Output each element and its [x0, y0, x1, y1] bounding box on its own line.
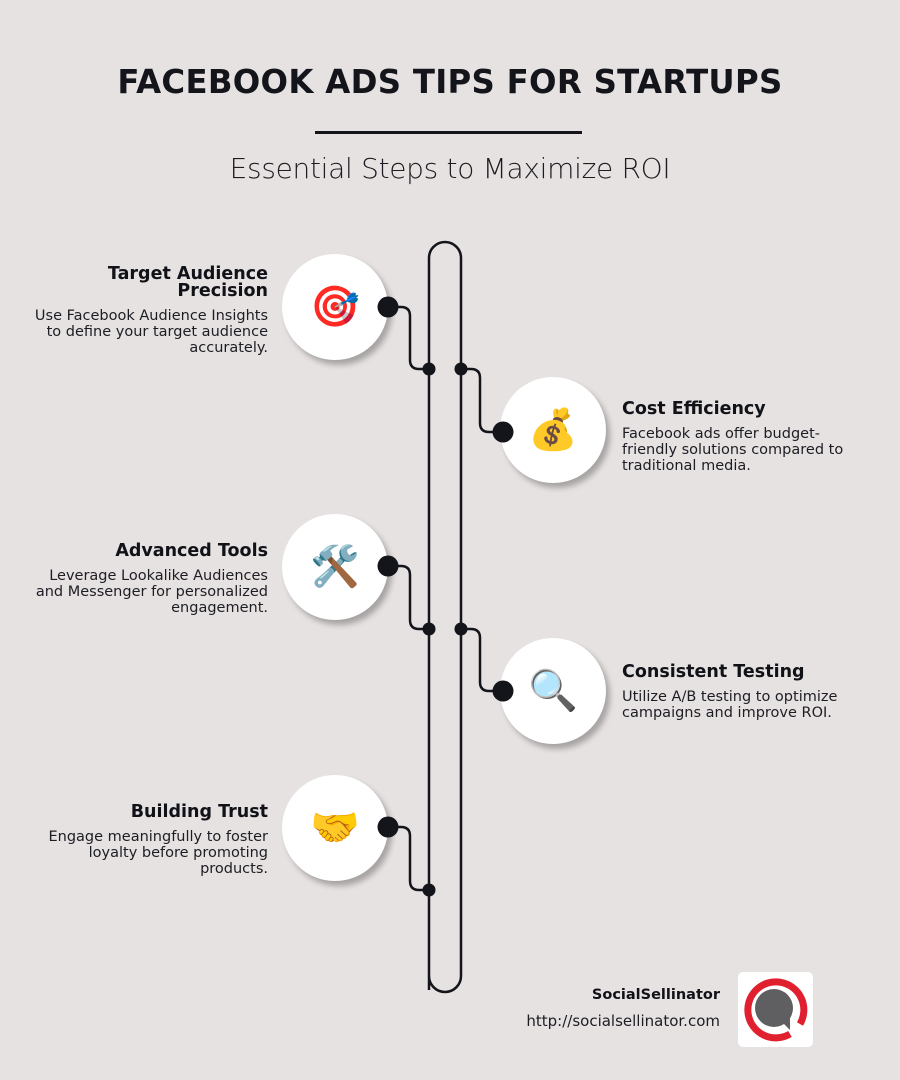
rail-node: [422, 362, 436, 376]
step-title: Advanced Tools: [115, 541, 268, 561]
title-divider: [315, 131, 582, 134]
step-description: Facebook ads offer budget-friendly solut…: [622, 426, 844, 474]
step-title: Consistent Testing: [622, 662, 805, 682]
brand-url-link[interactable]: http://socialsellinator.com: [526, 1012, 720, 1030]
page-title: FACEBOOK ADS TIPS FOR STARTUPS: [117, 62, 783, 101]
step-description: Engage meaningfully to foster loyalty be…: [48, 829, 268, 877]
hammer-wrench-icon: 🛠️: [282, 514, 388, 620]
step-building-trust: Building Trust Engage meaningfully to fo…: [28, 802, 268, 877]
step-description: Leverage Lookalike Audiences and Messeng…: [35, 568, 268, 616]
rail-node: [454, 362, 468, 376]
rail-node: [454, 622, 468, 636]
money-bag-icon: 💰: [500, 377, 606, 483]
page-subtitle: Essential Steps to Maximize ROI: [229, 152, 671, 185]
step-title: Cost Efficiency: [622, 399, 766, 419]
target-dart-icon: 🎯: [282, 254, 388, 360]
step-title: Target Audience Precision: [107, 264, 268, 301]
rail-node: [422, 622, 436, 636]
handshake-icon: 🤝: [282, 775, 388, 881]
step-advanced-tools: Advanced Tools Leverage Lookalike Audien…: [28, 541, 268, 616]
speech-bubble-logo-icon: [738, 972, 813, 1047]
step-description: Utilize A/B testing to optimize campaign…: [622, 689, 838, 721]
step-cost-efficiency: Cost Efficiency Facebook ads offer budge…: [622, 399, 852, 474]
step-target-audience: Target Audience Precision Use Facebook A…: [28, 264, 268, 356]
step-description: Use Facebook Audience Insights to define…: [34, 308, 268, 356]
brand-name: SocialSellinator: [591, 987, 720, 1003]
rail-node: [422, 883, 436, 897]
step-title: Building Trust: [130, 802, 268, 822]
magnifying-glass-icon: 🔍: [500, 638, 606, 744]
step-consistent-testing: Consistent Testing Utilize A/B testing t…: [622, 662, 852, 721]
